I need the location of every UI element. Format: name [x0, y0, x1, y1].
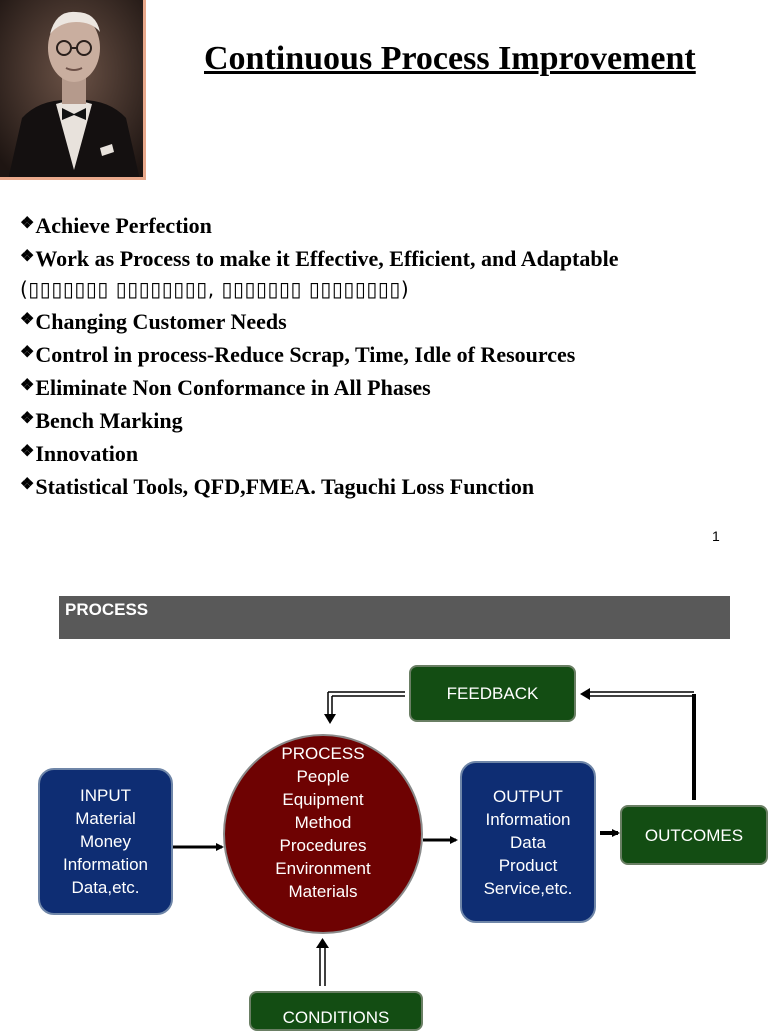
- bullet-item: ❖Control in process-Reduce Scrap, Time, …: [20, 337, 760, 370]
- bullet-text: Control in process-Reduce Scrap, Time, I…: [35, 342, 576, 367]
- outcomes-label: OUTCOMES: [644, 825, 744, 845]
- conditions-label: CONDITIONS: [282, 1008, 390, 1027]
- bullet-text: Eliminate Non Conformance in All Phases: [35, 375, 431, 400]
- section-label: PROCESS: [65, 600, 149, 619]
- bullet-text: Achieve Perfection: [35, 213, 212, 238]
- outcomes-box: OUTCOMES: [620, 805, 768, 865]
- output-line: Product: [498, 855, 558, 875]
- portrait-image: [0, 0, 143, 177]
- process-line: Equipment: [282, 790, 364, 809]
- diamond-bullet-icon: ❖: [20, 248, 35, 265]
- input-line: Money: [79, 832, 132, 851]
- output-box: OUTPUT Information Data Product Service,…: [460, 761, 596, 923]
- bullet-text: Changing Customer Needs: [35, 309, 287, 334]
- diamond-bullet-icon: ❖: [20, 344, 35, 361]
- section-header-bar: PROCESS: [59, 596, 730, 639]
- process-line: Procedures: [279, 836, 367, 855]
- diamond-bullet-icon: ❖: [20, 311, 35, 328]
- input-line: Material: [75, 809, 136, 828]
- bullet-list: ❖Achieve Perfection ❖Work as Process to …: [20, 208, 760, 502]
- portrait-photo: [0, 0, 146, 180]
- page-number: 1: [712, 528, 720, 544]
- process-circle: PROCESS People Equipment Method Procedur…: [223, 734, 423, 934]
- bullet-item: ❖Achieve Perfection: [20, 208, 760, 241]
- bullet-item: ❖Statistical Tools, QFD,FMEA. Taguchi Lo…: [20, 469, 760, 502]
- parenthetical-line: (▯▯▯▯▯▯▯ ▯▯▯▯▯▯▯▯, ▯▯▯▯▯▯▯ ▯▯▯▯▯▯▯▯): [20, 277, 410, 301]
- input-line: Data,etc.: [71, 878, 140, 897]
- process-line: Method: [294, 813, 352, 832]
- feedback-box: FEEDBACK: [409, 665, 576, 722]
- process-line: People: [296, 767, 350, 786]
- bullet-text: Statistical Tools, QFD,FMEA. Taguchi Los…: [35, 474, 535, 499]
- diamond-bullet-icon: ❖: [20, 410, 35, 427]
- output-title: OUTPUT: [493, 786, 563, 806]
- arrowhead-to-feedback: [580, 688, 590, 700]
- bullet-text: Work as Process to make it Effective, Ef…: [35, 246, 619, 271]
- arrowhead-to-process-bottom: [316, 938, 329, 948]
- process-line: Environment: [275, 859, 371, 878]
- slide-title: Continuous Process Improvement: [204, 40, 696, 77]
- input-line: Information: [62, 855, 149, 874]
- conditions-box: CONDITIONS: [249, 991, 423, 1031]
- feedback-label: FEEDBACK: [446, 684, 539, 703]
- input-title: INPUT: [80, 786, 131, 805]
- bullet-item: ❖Eliminate Non Conformance in All Phases: [20, 370, 760, 403]
- bullet-item: ❖Innovation: [20, 436, 760, 469]
- arrowhead-to-process-top: [324, 714, 336, 724]
- bullet-text: Bench Marking: [35, 408, 183, 433]
- process-diagram: FEEDBACK INPUT Material Money Informatio…: [0, 640, 768, 1031]
- bullet-text: Innovation: [35, 441, 139, 466]
- bullet-item: ❖Changing Customer Needs: [20, 304, 760, 337]
- process-line: Materials: [288, 882, 358, 901]
- output-line: Service,etc.: [483, 878, 573, 898]
- diamond-bullet-icon: ❖: [20, 443, 35, 460]
- output-line: Information: [485, 809, 571, 829]
- bullet-item: ❖Work as Process to make it Effective, E…: [20, 241, 760, 274]
- diamond-bullet-icon: ❖: [20, 476, 35, 493]
- diamond-bullet-icon: ❖: [20, 215, 35, 232]
- process-title: PROCESS: [281, 744, 365, 763]
- connector-arrows: [173, 688, 696, 986]
- bullet-item: ❖Bench Marking: [20, 403, 760, 436]
- input-box: INPUT Material Money Information Data,et…: [38, 768, 173, 915]
- diamond-bullet-icon: ❖: [20, 377, 35, 394]
- output-line: Data: [510, 832, 546, 852]
